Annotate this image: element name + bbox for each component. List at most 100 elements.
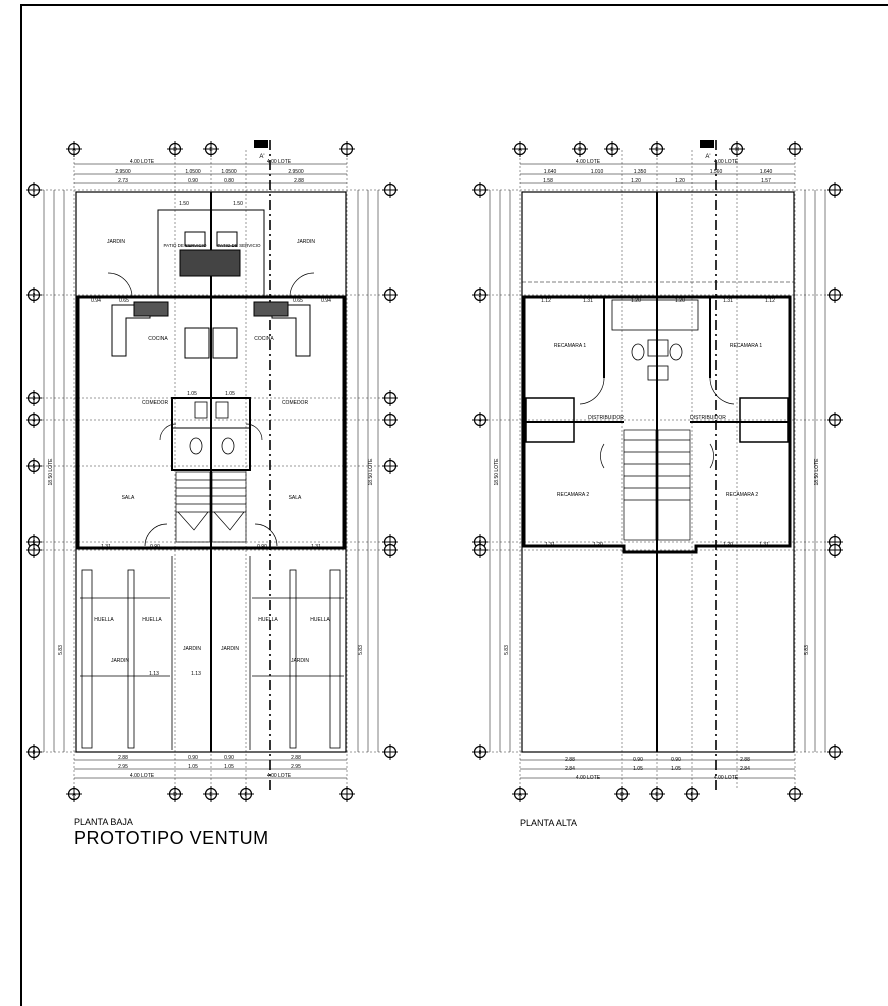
- dim-text: 1.05: [671, 766, 681, 772]
- dim-text: 1.31: [759, 542, 769, 548]
- dim-text: 5.83: [58, 645, 64, 655]
- grid-row-label: 8: [33, 750, 36, 756]
- dim-text: 1.31: [101, 544, 111, 550]
- upper-floor-labels: A D E E H I A D E F I 1 2 4 6 7 8 A' 4.0…: [479, 147, 820, 798]
- room-label-jardin: JARDIN: [291, 658, 309, 664]
- dim-text: 1.05: [224, 764, 234, 770]
- dim-text: 0.90: [188, 755, 198, 761]
- dim-text: 1.05: [188, 764, 198, 770]
- dim-text: 0.90: [224, 755, 234, 761]
- dim-text: 1.50: [233, 201, 243, 207]
- dim-text: 1.560: [710, 169, 723, 175]
- dim-text: 4.00 LOTE: [267, 773, 292, 779]
- grid-row-label: 6: [479, 540, 482, 546]
- grid-col-label: D: [620, 792, 624, 798]
- grid-row-label: 7: [33, 548, 36, 554]
- room-label-sala: SALA: [122, 495, 135, 501]
- grid-row-label: 8: [479, 750, 482, 756]
- dim-text: 4.00 LOTE: [267, 159, 292, 165]
- dim-text: 5.83: [804, 645, 810, 655]
- grid-col-label: H: [735, 147, 739, 153]
- dim-text: 1.350: [634, 169, 647, 175]
- dim-text: 2.88: [118, 755, 128, 761]
- room-label-recamara-2: RECAMARA 2: [726, 492, 758, 498]
- dim-text: 1.0500: [221, 169, 237, 175]
- dim-text: 1.640: [544, 169, 557, 175]
- dim-text: 1.13: [191, 671, 201, 677]
- room-label-cocina: COCINA: [254, 336, 274, 342]
- dim-text: 1.05: [633, 766, 643, 772]
- dim-text: 18.50 LOTE: [48, 458, 54, 486]
- grid-col-label: A: [518, 792, 522, 798]
- dim-text: 2.84: [740, 766, 750, 772]
- room-label-patio: PATIO DE SERVICIO: [217, 243, 261, 248]
- ground-floor-labels: A D E I A D E F I 1 2 3 4 5 6 7 8 A' 4.0…: [33, 147, 374, 798]
- grid-col-label: E: [209, 147, 213, 153]
- grid-col-label: E: [610, 147, 614, 153]
- room-label-patio: PATIO DE SERVICIO: [163, 243, 207, 248]
- dim-text: 1.05: [225, 391, 235, 397]
- grid-col-label: F: [690, 792, 693, 798]
- dim-text: 1.20: [723, 542, 733, 548]
- dim-text: 2.9500: [115, 169, 131, 175]
- dim-text: 1.20: [675, 298, 685, 304]
- sheet-border: [20, 4, 888, 1006]
- grid-col-label: I: [794, 792, 795, 798]
- room-label-jardin: JARDIN: [107, 239, 125, 245]
- dim-text: 1.31: [545, 542, 555, 548]
- dim-text: 2.88: [565, 757, 575, 763]
- dim-text: 5.83: [504, 645, 510, 655]
- grid-col-label: E: [209, 792, 213, 798]
- room-label-recamara-1: RECAMARA 1: [730, 343, 762, 349]
- room-label-huella: HUELLA: [310, 617, 330, 623]
- room-label-jardin: JARDIN: [111, 658, 129, 664]
- dim-text: 5.83: [358, 645, 364, 655]
- dim-text: 0.94: [321, 298, 331, 304]
- dim-text: 1.05: [187, 391, 197, 397]
- room-label-jardin: JARDIN: [297, 239, 315, 245]
- dim-text: 1.12: [765, 298, 775, 304]
- grid-row-label: 4: [479, 418, 482, 424]
- dim-text: 4.00 LOTE: [714, 775, 739, 781]
- dim-text: 1.57: [761, 178, 771, 184]
- grid-col-label: I: [346, 792, 347, 798]
- grid-row-label: 5: [33, 464, 36, 470]
- dim-text: 1.20: [631, 178, 641, 184]
- dim-text: 2.88: [291, 755, 301, 761]
- grid-col-label: I: [794, 147, 795, 153]
- room-label-recamara-1: RECAMARA 1: [554, 343, 586, 349]
- room-label-jardin: JARDIN: [221, 646, 239, 652]
- room-label-comedor: COMEDOR: [142, 400, 169, 406]
- dim-text: 4.00 LOTE: [714, 159, 739, 165]
- grid-row-label: 1: [33, 188, 36, 194]
- dim-text: 1.58: [543, 178, 553, 184]
- dim-text: 0.94: [91, 298, 101, 304]
- room-label-huella: HUELLA: [258, 617, 278, 623]
- room-label-distribuidor: DISTRIBUIDOR: [588, 415, 624, 421]
- dim-text: 0.80: [224, 178, 234, 184]
- room-label-jardin: JARDIN: [183, 646, 201, 652]
- upper-floor-plan: [471, 140, 844, 803]
- ground-floor-plan: [25, 140, 399, 803]
- dim-text: 0.65: [119, 298, 129, 304]
- grid-row-label: 2: [33, 293, 36, 299]
- section-mark: A': [705, 154, 710, 160]
- dim-text: 18.50 LOTE: [368, 458, 374, 486]
- dim-text: 2.9500: [288, 169, 304, 175]
- dim-text: 2.95: [118, 764, 128, 770]
- ground-floor-caption: PLANTA BAJA: [74, 817, 133, 827]
- grid-col-label: D: [173, 792, 177, 798]
- dim-text: 2.73: [118, 178, 128, 184]
- dim-text: 2.84: [565, 766, 575, 772]
- dim-text: 2.88: [294, 178, 304, 184]
- dim-text: 4.00 LOTE: [130, 159, 155, 165]
- project-title: PROTOTIPO VENTUM: [74, 828, 269, 848]
- dim-text: 4.00 LOTE: [576, 159, 601, 165]
- dim-text: 1.010: [591, 169, 604, 175]
- dim-text: 1.0500: [185, 169, 201, 175]
- grid-col-label: A: [72, 147, 76, 153]
- room-label-huella: HUELLA: [142, 617, 162, 623]
- dim-text: 0.90: [257, 544, 267, 550]
- floor-plans-drawing: A D E I A D E F I 1 2 3 4 5 6 7 8 A' 4.0…: [25, 140, 844, 803]
- grid-col-label: E: [655, 147, 659, 153]
